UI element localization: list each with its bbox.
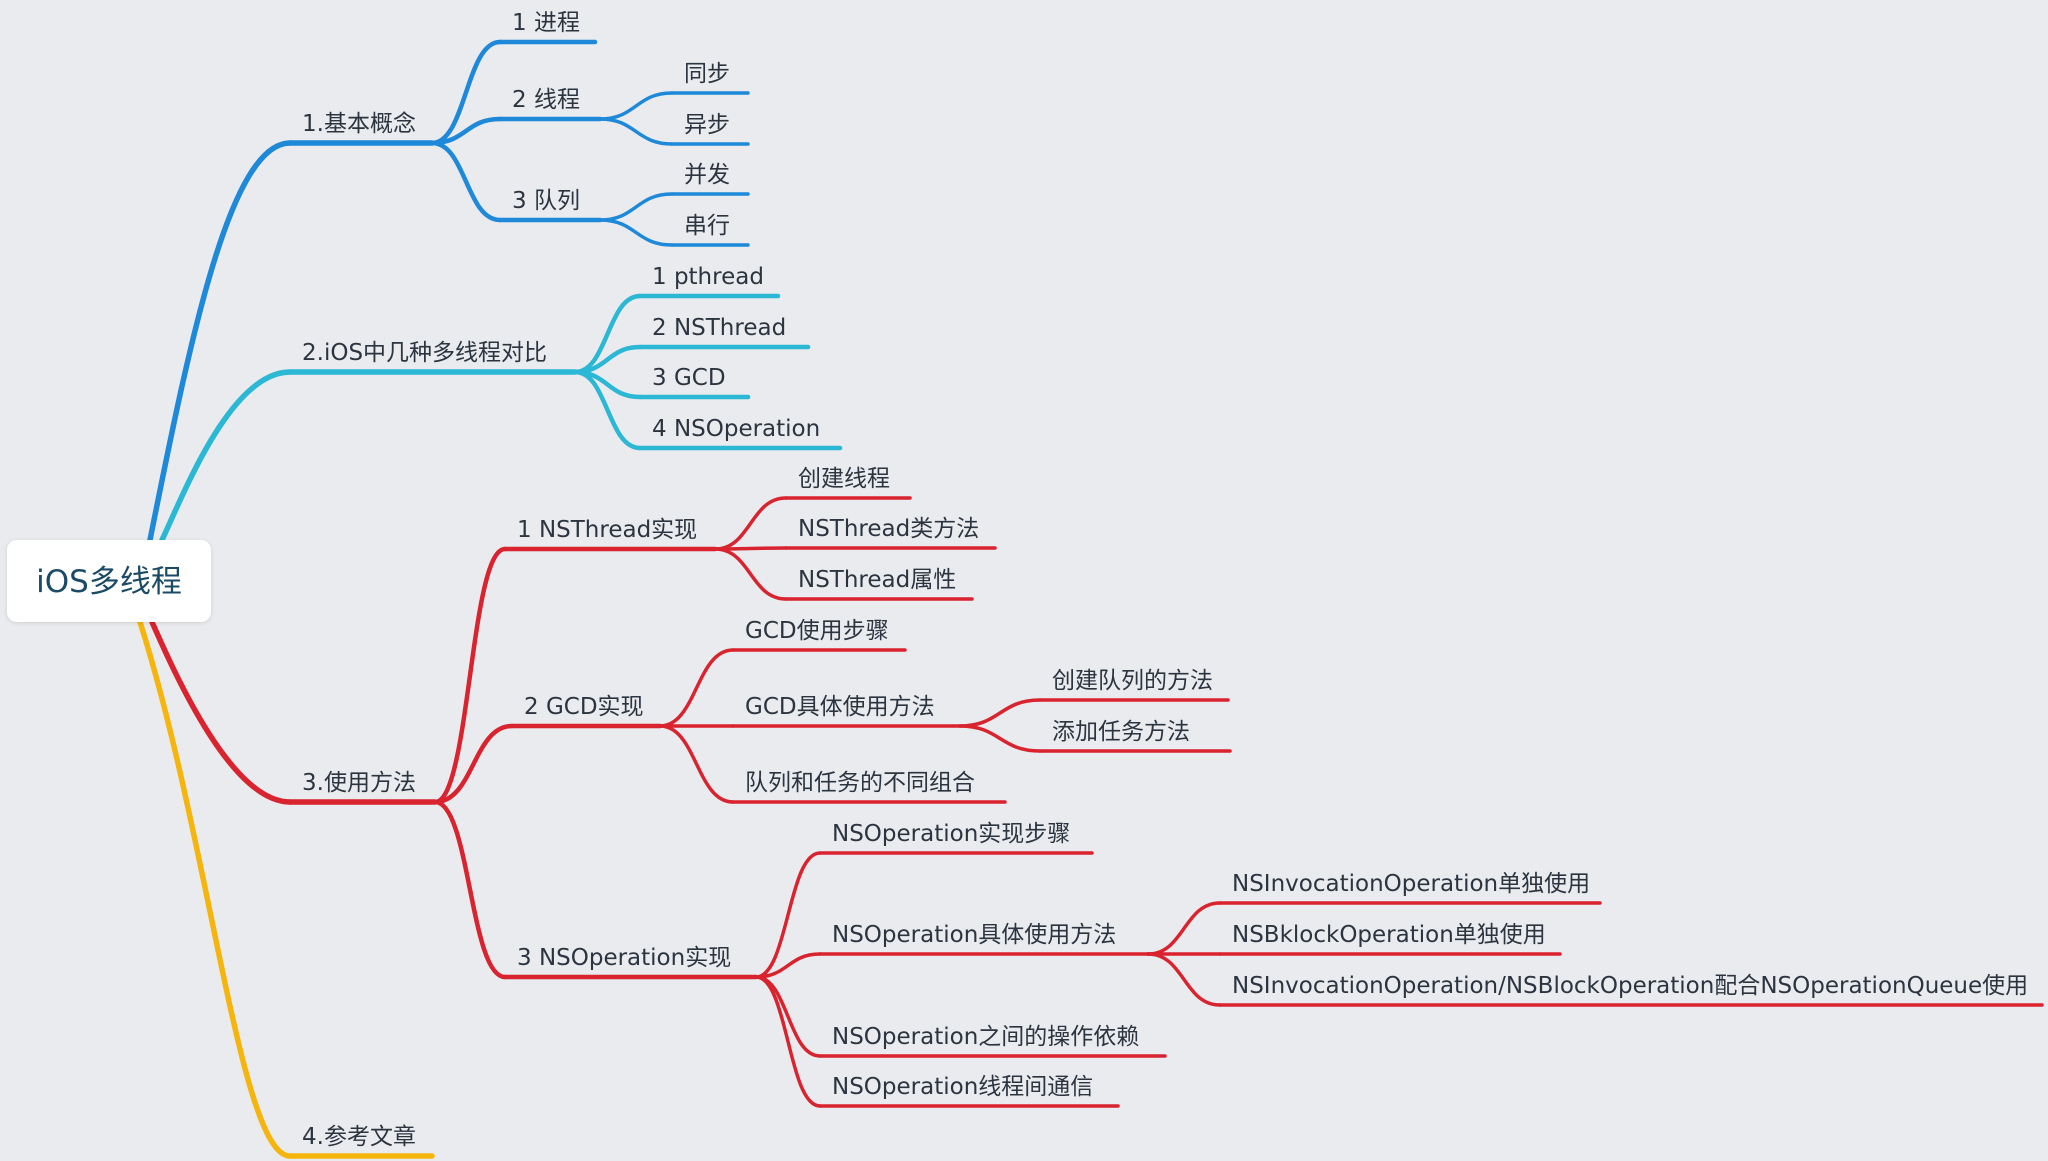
node-2-label[interactable]: 3.使用方法 bbox=[302, 770, 416, 796]
node-2-connector bbox=[149, 619, 293, 805]
connector-layer bbox=[137, 39, 1222, 1159]
node-2-1-1-0-label[interactable]: 创建队列的方法 bbox=[1052, 668, 1213, 694]
node-2-0-0-connector bbox=[713, 496, 788, 551]
node-1-3-connector bbox=[572, 369, 643, 451]
node-2-2-2-label[interactable]: NSOperation之间的操作依赖 bbox=[832, 1024, 1139, 1050]
root-node-box bbox=[7, 540, 211, 622]
node-2-1-0-connector bbox=[658, 648, 735, 728]
node-1-0-label[interactable]: 1 pthread bbox=[652, 264, 764, 290]
node-0-2-label[interactable]: 3 队列 bbox=[512, 188, 580, 214]
node-0-label[interactable]: 1.基本概念 bbox=[302, 111, 416, 137]
node-2-1-2-connector bbox=[658, 724, 735, 804]
node-0-1-label[interactable]: 2 线程 bbox=[512, 87, 580, 113]
node-2-2-1-label[interactable]: NSOperation具体使用方法 bbox=[832, 922, 1116, 948]
node-2-0-connector bbox=[432, 546, 508, 805]
underline-layer bbox=[287, 39, 2044, 1159]
node-0-2-connector bbox=[429, 140, 503, 223]
node-2-1-connector bbox=[432, 723, 515, 805]
node-1-2-label[interactable]: 3 GCD bbox=[652, 365, 726, 391]
node-2-1-1-1-connector bbox=[958, 724, 1042, 753]
node-0-1-connector bbox=[429, 116, 503, 146]
node-2-2-1-2-connector bbox=[1146, 952, 1222, 1007]
node-0-1-1-label[interactable]: 异步 bbox=[684, 112, 730, 138]
node-0-0-label[interactable]: 1 进程 bbox=[512, 10, 580, 36]
node-2-1-0-label[interactable]: GCD使用步骤 bbox=[745, 618, 889, 644]
node-0-1-0-label[interactable]: 同步 bbox=[684, 61, 730, 87]
node-2-2-3-connector bbox=[754, 975, 822, 1108]
node-1-label[interactable]: 2.iOS中几种多线程对比 bbox=[302, 340, 547, 366]
node-2-1-1-label[interactable]: GCD具体使用方法 bbox=[745, 694, 935, 720]
node-0-0-connector bbox=[429, 39, 503, 146]
node-2-0-1-connector bbox=[713, 546, 788, 551]
node-2-2-1-0-connector bbox=[1146, 901, 1222, 956]
node-2-2-3-label[interactable]: NSOperation线程间通信 bbox=[832, 1074, 1093, 1100]
node-2-2-0-label[interactable]: NSOperation实现步骤 bbox=[832, 821, 1070, 847]
node-0-2-1-label[interactable]: 串行 bbox=[684, 213, 730, 239]
node-2-1-1-0-connector bbox=[958, 698, 1042, 728]
node-0-2-0-connector bbox=[598, 192, 674, 222]
node-2-2-0-connector bbox=[754, 851, 822, 979]
node-0-connector bbox=[147, 140, 293, 543]
node-2-2-1-0-label[interactable]: NSInvocationOperation单独使用 bbox=[1232, 871, 1590, 897]
root-node[interactable]: iOS多线程 bbox=[7, 540, 211, 622]
node-2-2-label[interactable]: 3 NSOperation实现 bbox=[517, 945, 731, 971]
node-2-0-2-connector bbox=[713, 547, 788, 601]
root-node-label: iOS多线程 bbox=[36, 564, 182, 600]
node-3-connector bbox=[137, 619, 293, 1159]
node-0-1-1-connector bbox=[598, 117, 674, 146]
node-2-1-label[interactable]: 2 GCD实现 bbox=[524, 694, 644, 720]
node-2-0-0-label[interactable]: 创建线程 bbox=[798, 466, 890, 492]
node-2-0-2-label[interactable]: NSThread属性 bbox=[798, 567, 956, 593]
node-0-1-0-connector bbox=[598, 91, 674, 121]
node-2-0-label[interactable]: 1 NSThread实现 bbox=[517, 517, 697, 543]
node-1-1-label[interactable]: 2 NSThread bbox=[652, 315, 786, 341]
node-2-2-1-connector bbox=[754, 952, 822, 979]
node-0-2-0-label[interactable]: 并发 bbox=[684, 162, 730, 188]
node-2-0-1-label[interactable]: NSThread类方法 bbox=[798, 516, 979, 542]
node-0-2-1-connector bbox=[598, 218, 674, 247]
node-3-label[interactable]: 4.参考文章 bbox=[302, 1124, 416, 1150]
node-1-connector bbox=[159, 369, 293, 543]
node-2-1-1-1-label[interactable]: 添加任务方法 bbox=[1052, 719, 1190, 745]
node-2-2-1-2-label[interactable]: NSInvocationOperation/NSBlockOperation配合… bbox=[1232, 973, 2028, 999]
node-2-2-1-1-label[interactable]: NSBklockOperation单独使用 bbox=[1232, 922, 1546, 948]
node-2-1-2-label[interactable]: 队列和任务的不同组合 bbox=[745, 770, 975, 796]
node-1-3-label[interactable]: 4 NSOperation bbox=[652, 416, 820, 442]
node-2-2-connector bbox=[432, 799, 508, 980]
